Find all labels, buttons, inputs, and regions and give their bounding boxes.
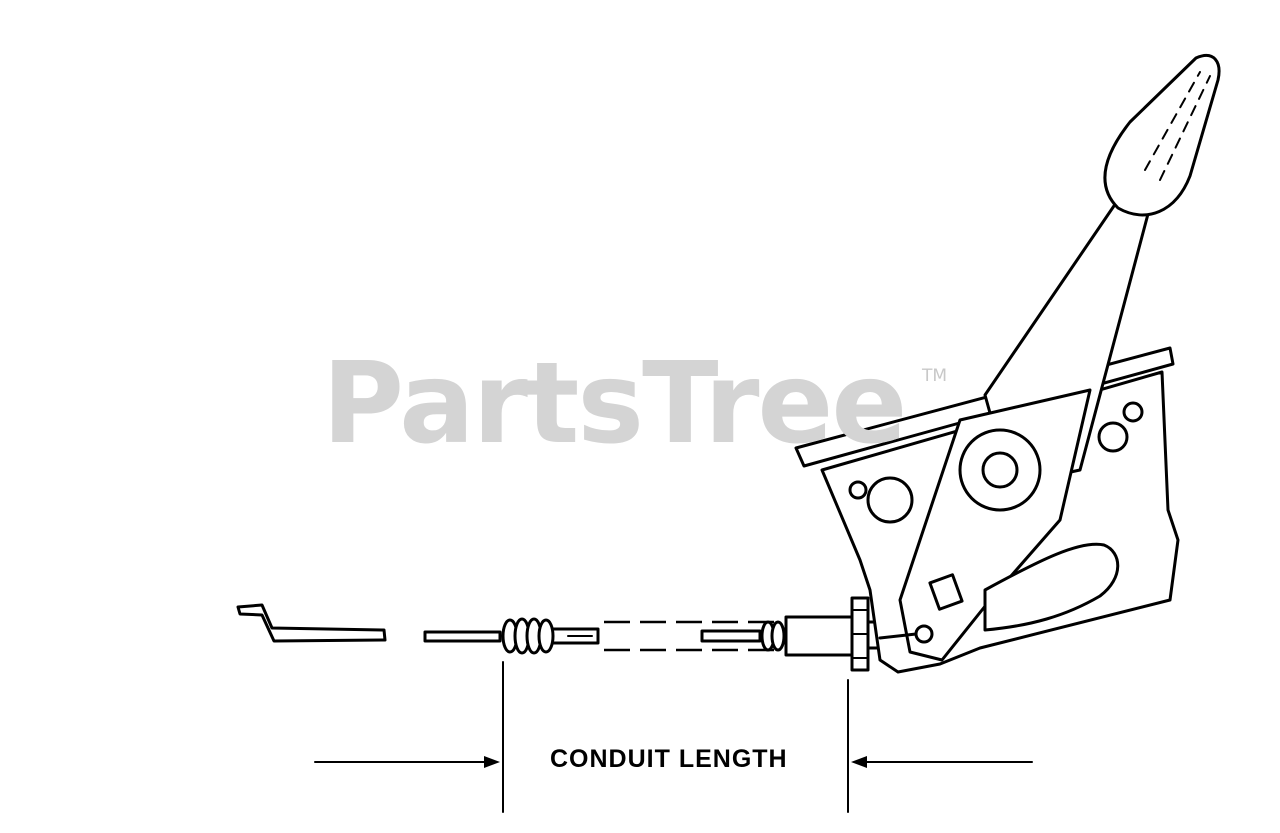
conduit-ferrule — [784, 596, 882, 672]
conduit-break — [604, 620, 778, 652]
throttle-lever-icon — [794, 54, 1221, 674]
inner-wire-right — [700, 629, 762, 643]
trademark-symbol: TM — [922, 366, 948, 386]
dimension-lines — [314, 661, 1033, 813]
cable-spring-right — [760, 620, 786, 652]
cable-spring-left — [501, 617, 600, 655]
conduit-length-label: CONDUIT LENGTH — [550, 745, 788, 773]
partstree-watermark: PartsTree — [322, 339, 907, 469]
z-bend-wire-icon — [236, 603, 387, 643]
inner-wire — [423, 630, 502, 643]
